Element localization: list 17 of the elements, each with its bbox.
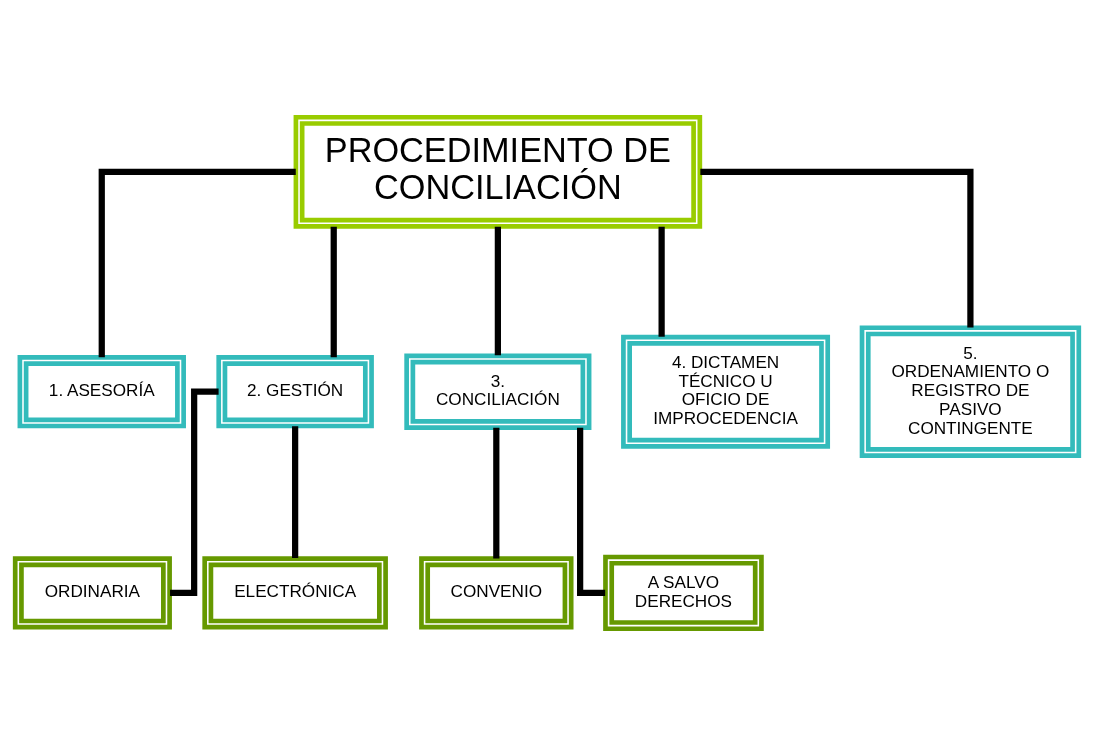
connector xyxy=(292,425,299,558)
connector xyxy=(330,226,337,357)
node-box: PROCEDIMIENTO DE CONCILIACIÓN xyxy=(293,114,703,229)
connector xyxy=(700,168,974,327)
node-box: ORDINARIA xyxy=(12,555,172,630)
node-box: 2. GESTIÓN xyxy=(216,354,374,428)
node-box: 5. ORDENAMIENTO O REGISTRO DE PASIVO CONTINGENTE xyxy=(859,324,1082,458)
connector xyxy=(658,226,665,337)
node-box: ELECTRÓNICA xyxy=(202,555,388,630)
node-box: 4. DICTAMEN TÉCNICO U OFICIO DE IMPROCEDENCIA xyxy=(621,334,831,449)
node-box: A SALVO DERECHOS xyxy=(603,554,764,631)
connector xyxy=(493,427,500,559)
connector xyxy=(494,226,501,355)
node-box: CONVENIO xyxy=(419,555,574,630)
node-box: 3. CONCILIACIÓN xyxy=(404,353,592,430)
node-box: 1. ASESORÍA xyxy=(17,354,186,428)
connector xyxy=(98,168,296,357)
